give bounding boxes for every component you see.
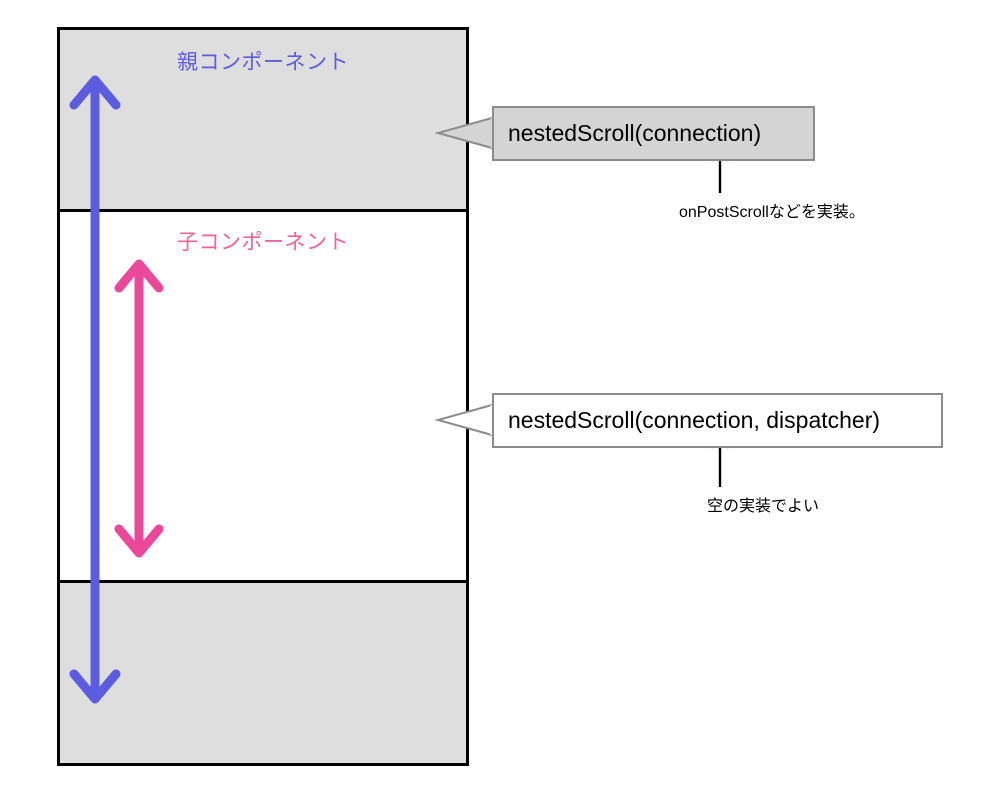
parent-component-label: 親コンポーネント	[177, 51, 349, 74]
child-component-region	[60, 212, 466, 583]
child-component-label: 子コンポーネント	[177, 231, 349, 254]
callout-child-modifier-text: nestedScroll(connection, dispatcher)	[508, 407, 881, 433]
callout-child-modifier: nestedScroll(connection, dispatcher)	[492, 393, 943, 448]
callout-parent-modifier-text: nestedScroll(connection)	[508, 120, 762, 146]
note-child-modifier: 空の実装でよい	[707, 498, 820, 515]
note-parent-modifier: onPostScrollなどを実装。	[679, 204, 865, 221]
parent-component-bottom-region	[60, 583, 466, 763]
component-frame: 親コンポーネント 子コンポーネント	[57, 27, 469, 766]
callout-parent-modifier: nestedScroll(connection)	[492, 106, 815, 161]
parent-component-top-region	[60, 30, 466, 212]
